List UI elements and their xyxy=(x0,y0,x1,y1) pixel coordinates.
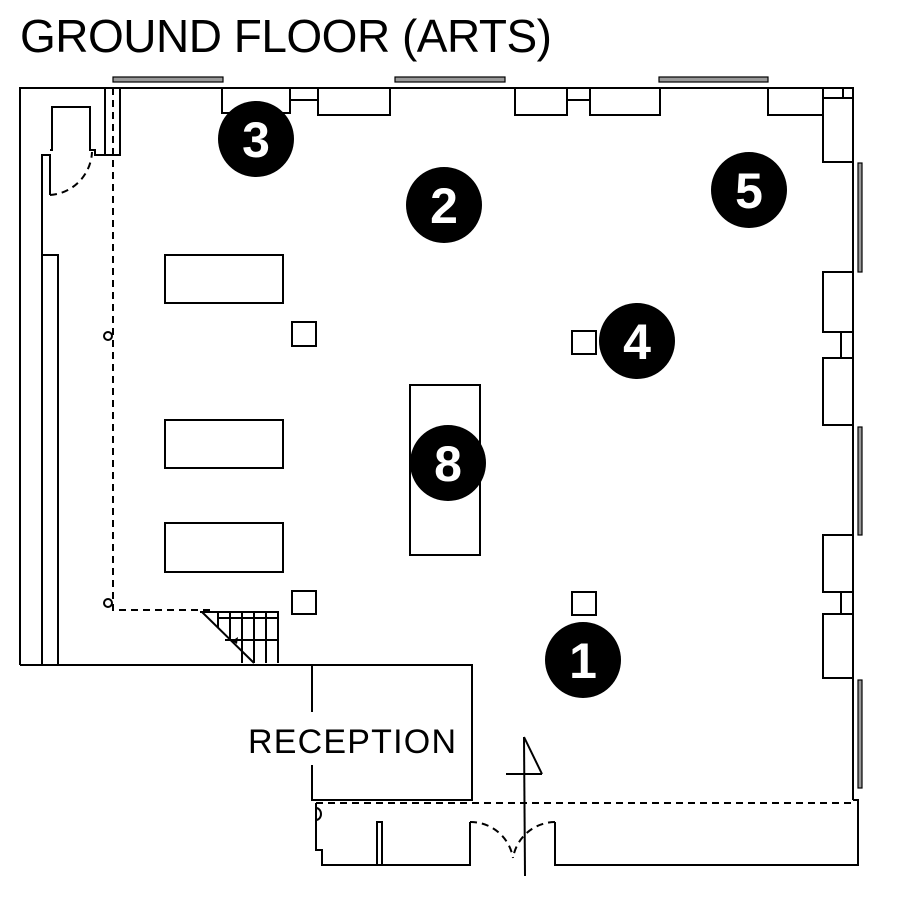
left-corridor xyxy=(41,87,210,611)
marker-1[interactable]: 1 xyxy=(545,622,621,698)
fixture-icon xyxy=(103,598,113,608)
windows xyxy=(112,76,863,789)
svg-text:3: 3 xyxy=(242,112,270,168)
reception-room: RECEPTION xyxy=(248,664,473,801)
svg-text:5: 5 xyxy=(735,163,763,219)
table xyxy=(164,254,284,304)
wall-units xyxy=(221,87,854,679)
entrance-door[interactable] xyxy=(469,820,514,859)
marker-4[interactable]: 4 xyxy=(599,303,675,379)
reception-label: RECEPTION xyxy=(248,723,456,761)
marker-2[interactable]: 2 xyxy=(406,167,482,243)
stairs xyxy=(200,611,279,664)
tables xyxy=(164,254,481,573)
entrance xyxy=(315,802,853,859)
svg-text:2: 2 xyxy=(430,178,458,234)
table xyxy=(164,419,284,469)
north-arrow-icon xyxy=(506,736,543,877)
entrance-door[interactable] xyxy=(512,821,556,859)
fixture-icon xyxy=(103,331,113,341)
marker-8[interactable]: 8 xyxy=(410,425,486,501)
marker-5[interactable]: 5 xyxy=(711,152,787,228)
table xyxy=(164,522,284,573)
walls xyxy=(19,87,859,866)
svg-text:8: 8 xyxy=(434,436,462,492)
columns xyxy=(291,321,597,616)
stair-arrow-icon xyxy=(232,637,238,644)
svg-text:1: 1 xyxy=(569,633,597,689)
floor-title: GROUND FLOOR (ARTS) xyxy=(20,10,552,62)
svg-text:4: 4 xyxy=(623,314,651,370)
marker-3[interactable]: 3 xyxy=(218,101,294,177)
